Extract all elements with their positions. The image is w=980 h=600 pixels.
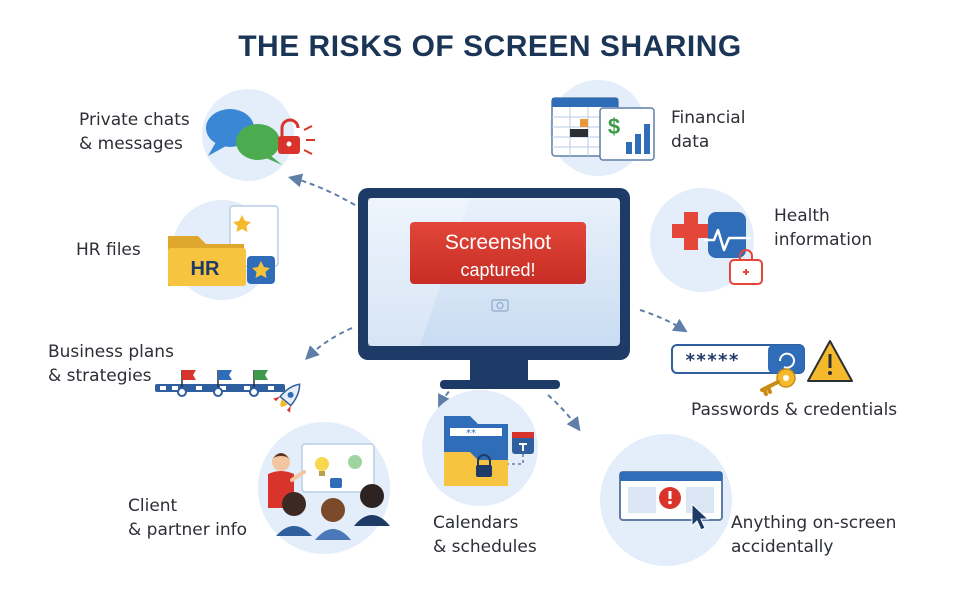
arrow-to-passwords (639, 309, 688, 333)
label-hr-files: HR files (76, 240, 141, 260)
screenshot-banner-line2: captured! (460, 260, 535, 280)
alert-window-icon (600, 434, 732, 566)
label-client-info: Client & partner info (128, 496, 248, 540)
label-financial: Financial data (671, 108, 746, 152)
connector-arrows (287, 173, 688, 432)
hr-folder-icon: HR (168, 200, 279, 300)
label-calendars: Calendars & schedules (433, 513, 537, 557)
monitor-icon: Screenshot captured! (358, 188, 630, 389)
password-stars: ***** (685, 350, 739, 371)
rocket-icon (273, 383, 301, 413)
arrow-to-business (305, 327, 353, 360)
hr-folder-text: HR (191, 258, 220, 280)
screenshot-banner-line1: Screenshot (445, 231, 551, 254)
svg-text:**: ** (466, 428, 476, 439)
label-private-chats: Private chats & messages (79, 110, 190, 154)
arrow-to-chats (287, 173, 356, 206)
label-passwords: Passwords & credentials (691, 400, 898, 420)
roadmap-icon (155, 370, 301, 413)
dollar-sign: $ (608, 114, 620, 139)
label-health: Health information (774, 206, 873, 250)
password-key-warning-icon: ***** (671, 340, 853, 396)
arrow-to-anything (547, 394, 581, 432)
label-business-plans: Business plans & strategies (48, 342, 174, 386)
calendar-folders-icon: ** (422, 390, 538, 506)
health-cross-icon (650, 188, 763, 292)
spreadsheet-chart-icon: $ (550, 80, 655, 176)
label-anything-onscreen: Anything on-screen accidentally (731, 513, 897, 557)
chat-bubbles-icon (202, 89, 315, 181)
page-title: THE RISKS OF SCREEN SHARING (238, 30, 742, 63)
meeting-presentation-icon (258, 422, 390, 554)
